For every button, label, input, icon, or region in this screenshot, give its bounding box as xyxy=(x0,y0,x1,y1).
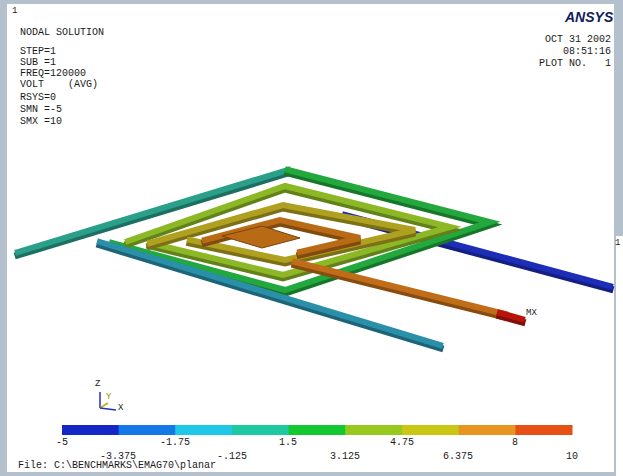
color-band xyxy=(515,425,572,435)
axis-triad xyxy=(100,392,116,410)
plot-text: 08:51:16 xyxy=(563,46,611,57)
color-band xyxy=(175,425,232,435)
axis-label: Y xyxy=(106,392,111,403)
plot-window xyxy=(7,4,614,472)
scale-value: 6.375 xyxy=(443,451,473,462)
axis-label: X xyxy=(118,403,123,414)
scale-value: 3.125 xyxy=(330,451,360,462)
plot-text: VOLT (AVG) xyxy=(20,79,98,90)
plot-text: 1 xyxy=(12,6,17,17)
axis-line xyxy=(99,392,101,408)
scale-value: -.125 xyxy=(217,451,247,462)
color-band xyxy=(119,425,176,435)
color-band xyxy=(402,425,459,435)
second-window xyxy=(616,236,623,476)
plot-text: MX xyxy=(526,308,537,319)
plot-text: STEP=1 xyxy=(20,46,56,57)
scale-value: 4.75 xyxy=(390,437,414,448)
scale-value: 10 xyxy=(566,451,578,462)
color-bar xyxy=(62,425,573,435)
color-band xyxy=(345,425,402,435)
color-band xyxy=(459,425,516,435)
plot-text: RSYS=0 xyxy=(20,92,56,103)
trace-side xyxy=(150,208,415,263)
plot-text: SUB =1 xyxy=(20,57,56,68)
plot-text: NODAL SOLUTION xyxy=(20,27,104,38)
inductor-traces xyxy=(18,170,610,348)
plot-text: File: C:\BENCHMARKS\EMAG70\planar xyxy=(18,460,216,471)
trace xyxy=(205,220,360,252)
plot-text: OCT 31 2002 xyxy=(545,34,611,45)
color-band xyxy=(289,425,346,435)
trace xyxy=(128,186,450,275)
logo: ANSYS xyxy=(565,9,613,25)
trace xyxy=(112,170,490,290)
plot-text: FREQ=120000 xyxy=(20,68,86,79)
trace-side xyxy=(112,173,490,293)
scale-value: 1.5 xyxy=(279,437,297,448)
plot-text: PLOT NO. 1 xyxy=(539,58,611,69)
plot-text: 1 xyxy=(615,238,620,249)
trace xyxy=(500,313,522,319)
scale-value: 8 xyxy=(512,437,518,448)
plot-text: SMX =10 xyxy=(20,116,62,127)
trace xyxy=(150,205,415,260)
plot-text: SMN =-5 xyxy=(20,104,62,115)
color-band xyxy=(62,425,119,435)
axis-label: Z xyxy=(95,379,100,390)
scale-value: -1.75 xyxy=(160,437,190,448)
trace-side xyxy=(205,223,360,255)
trace xyxy=(295,262,505,314)
color-band xyxy=(232,425,289,435)
scale-value: -5 xyxy=(56,437,68,448)
center-pad xyxy=(222,226,300,248)
axis-line xyxy=(100,408,116,410)
axis-line xyxy=(100,403,108,408)
trace xyxy=(100,242,440,345)
